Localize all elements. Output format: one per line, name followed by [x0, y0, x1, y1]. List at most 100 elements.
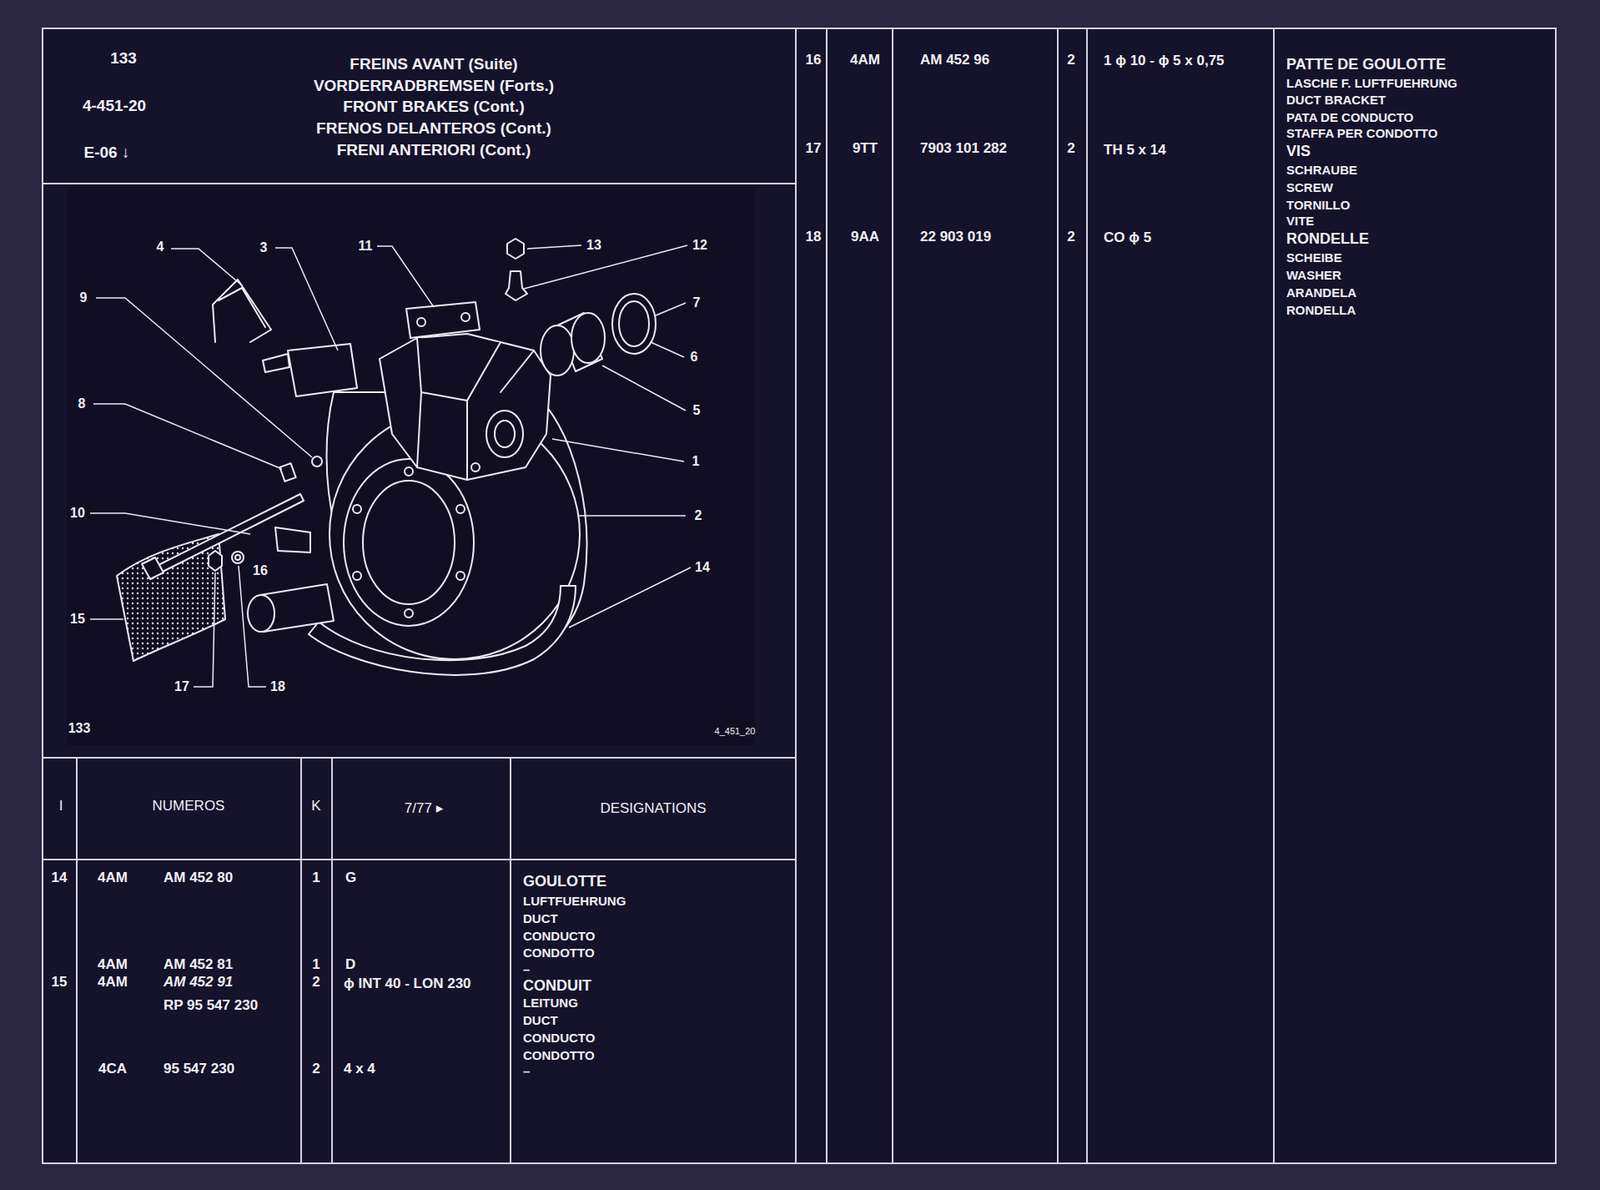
callout-number: 12	[692, 237, 708, 253]
table-cell: 4AM	[97, 956, 128, 973]
part-designation: VIS	[1286, 143, 1311, 161]
table-cell: AM 452 96	[920, 52, 990, 69]
brake-illustration	[116, 238, 656, 675]
column-header: NUMEROS	[152, 798, 226, 815]
table-cell: 1 ϕ 10 - ϕ 5 x 0,75	[1103, 53, 1225, 70]
heading-text: FRENI ANTERIORI (Cont.)	[337, 141, 532, 160]
callout-number: 17	[174, 679, 190, 695]
table-cell: AM 452 91	[163, 974, 233, 991]
table-cell: 17	[805, 140, 822, 157]
heading-text: 4-451-20	[82, 97, 146, 116]
sheet-frame	[42, 28, 1556, 1163]
part-designation: VITE	[1286, 214, 1314, 229]
part-designation: SCHRAUBE	[1286, 163, 1358, 178]
heading-text: E-06 ↓	[84, 144, 131, 162]
table-cell: 9TT	[852, 140, 878, 157]
part-designation: LEITUNG	[523, 996, 579, 1011]
part-designation: LASCHE F. LUFTFUEHRUNG	[1286, 76, 1458, 91]
table-cell: 9AA	[850, 229, 880, 246]
part-designation: CONDUCTO	[523, 929, 595, 944]
part-designation: SCHEIBE	[1286, 251, 1343, 266]
part-designation: CONDUIT	[523, 977, 592, 995]
callout-number: 1	[692, 453, 700, 469]
table-cell: 4 x 4	[343, 1061, 376, 1077]
table-cell: 1	[311, 956, 320, 973]
part-designation: DUCT	[523, 1013, 559, 1028]
part-designation: –	[523, 962, 530, 977]
part-designation: GOULOTTE	[523, 873, 607, 891]
part-designation: DUCT	[523, 911, 559, 926]
callout-number: 5	[693, 402, 701, 418]
part-designation: TORNILLO	[1286, 198, 1350, 213]
table-cell: AM 452 80	[163, 870, 233, 886]
heading-text: VORDERRADBREMSEN (Forts.)	[313, 77, 554, 96]
callout-number: 4_451_20	[714, 725, 756, 736]
table-cell: 2	[311, 974, 320, 991]
table-cell: 2	[1066, 140, 1075, 157]
table-cell: CO ϕ 5	[1103, 230, 1152, 247]
callout-number: 14	[694, 559, 710, 575]
table-cell: 7903 101 282	[920, 140, 1007, 157]
table-cell: 1	[311, 870, 320, 886]
table-grid	[42, 28, 1274, 1163]
column-header: K	[311, 798, 321, 815]
callout-number: 6	[690, 349, 699, 365]
table-cell: 2	[1066, 229, 1075, 246]
part-designation: DUCT BRACKET	[1286, 93, 1386, 108]
callout-number: 3	[260, 240, 268, 256]
heading-text: FRENOS DELANTEROS (Cont.)	[316, 120, 552, 138]
heading-text: 133	[110, 50, 137, 68]
table-cell: 95 547 230	[163, 1061, 235, 1077]
illustration-panel	[66, 188, 755, 745]
callout-number: 18	[270, 679, 286, 695]
callout-number: 8	[78, 396, 86, 412]
part-designation: RONDELLA	[1286, 303, 1356, 318]
table-cell: AM 452 81	[163, 956, 233, 973]
column-header: I	[59, 798, 64, 815]
callout-number: 4	[156, 239, 165, 255]
heading-text: FRONT BRAKES (Cont.)	[342, 98, 524, 116]
part-designation: WASHER	[1286, 268, 1342, 283]
table-cell: 4AM	[97, 974, 128, 991]
table-cell: 15	[51, 974, 68, 991]
callout-number: 7	[693, 295, 701, 311]
table-cell: G	[345, 870, 357, 886]
page-title: FREINS AVANT (Suite)	[349, 55, 518, 74]
table-cell: 22 903 019	[920, 229, 992, 246]
callout-number: 9	[80, 290, 88, 306]
table-cell: TH 5 x 14	[1103, 142, 1167, 159]
callout-number: 133	[68, 720, 91, 736]
table-cell: 2	[311, 1061, 320, 1077]
part-designation: SCREW	[1286, 181, 1334, 196]
part-designation: PATTE DE GOULOTTE	[1286, 56, 1446, 74]
table-cell: 14	[51, 870, 68, 886]
part-designation: STAFFA PER CONDOTTO	[1286, 126, 1438, 141]
table-cell: 4AM	[850, 52, 881, 69]
callout-number: 13	[586, 237, 602, 253]
table-cell: 18	[805, 229, 822, 246]
table-cell: D	[345, 956, 356, 973]
part-designation: RONDELLE	[1286, 231, 1369, 248]
table-cell: 4CA	[98, 1061, 127, 1077]
callout-number: 16	[252, 563, 268, 579]
table-cell: ϕ INT 40 - LON 230	[343, 976, 472, 992]
part-designation: CONDOTTO	[523, 945, 595, 961]
callout-number: 2	[694, 508, 703, 524]
callout-number: 15	[70, 611, 86, 627]
part-designation: LUFTFUEHRUNG	[523, 894, 626, 909]
table-cell: RP 95 547 230	[163, 997, 258, 1014]
table-cell: 4AM	[97, 870, 128, 886]
column-header: 7/77 ▸	[404, 800, 443, 817]
column-header: DESIGNATIONS	[599, 800, 706, 817]
part-designation: ARANDELA	[1286, 286, 1357, 301]
table-cell: 16	[805, 52, 822, 69]
table-cell: 2	[1066, 52, 1075, 69]
part-designation: CONDOTTO	[523, 1048, 595, 1063]
part-designation: CONDUCTO	[523, 1031, 595, 1046]
part-designation: –	[523, 1064, 530, 1079]
callout-number: 10	[70, 505, 86, 521]
callout-number: 11	[358, 238, 373, 254]
leader-lines	[90, 245, 691, 687]
part-designation: PATA DE CONDUCTO	[1286, 110, 1414, 126]
